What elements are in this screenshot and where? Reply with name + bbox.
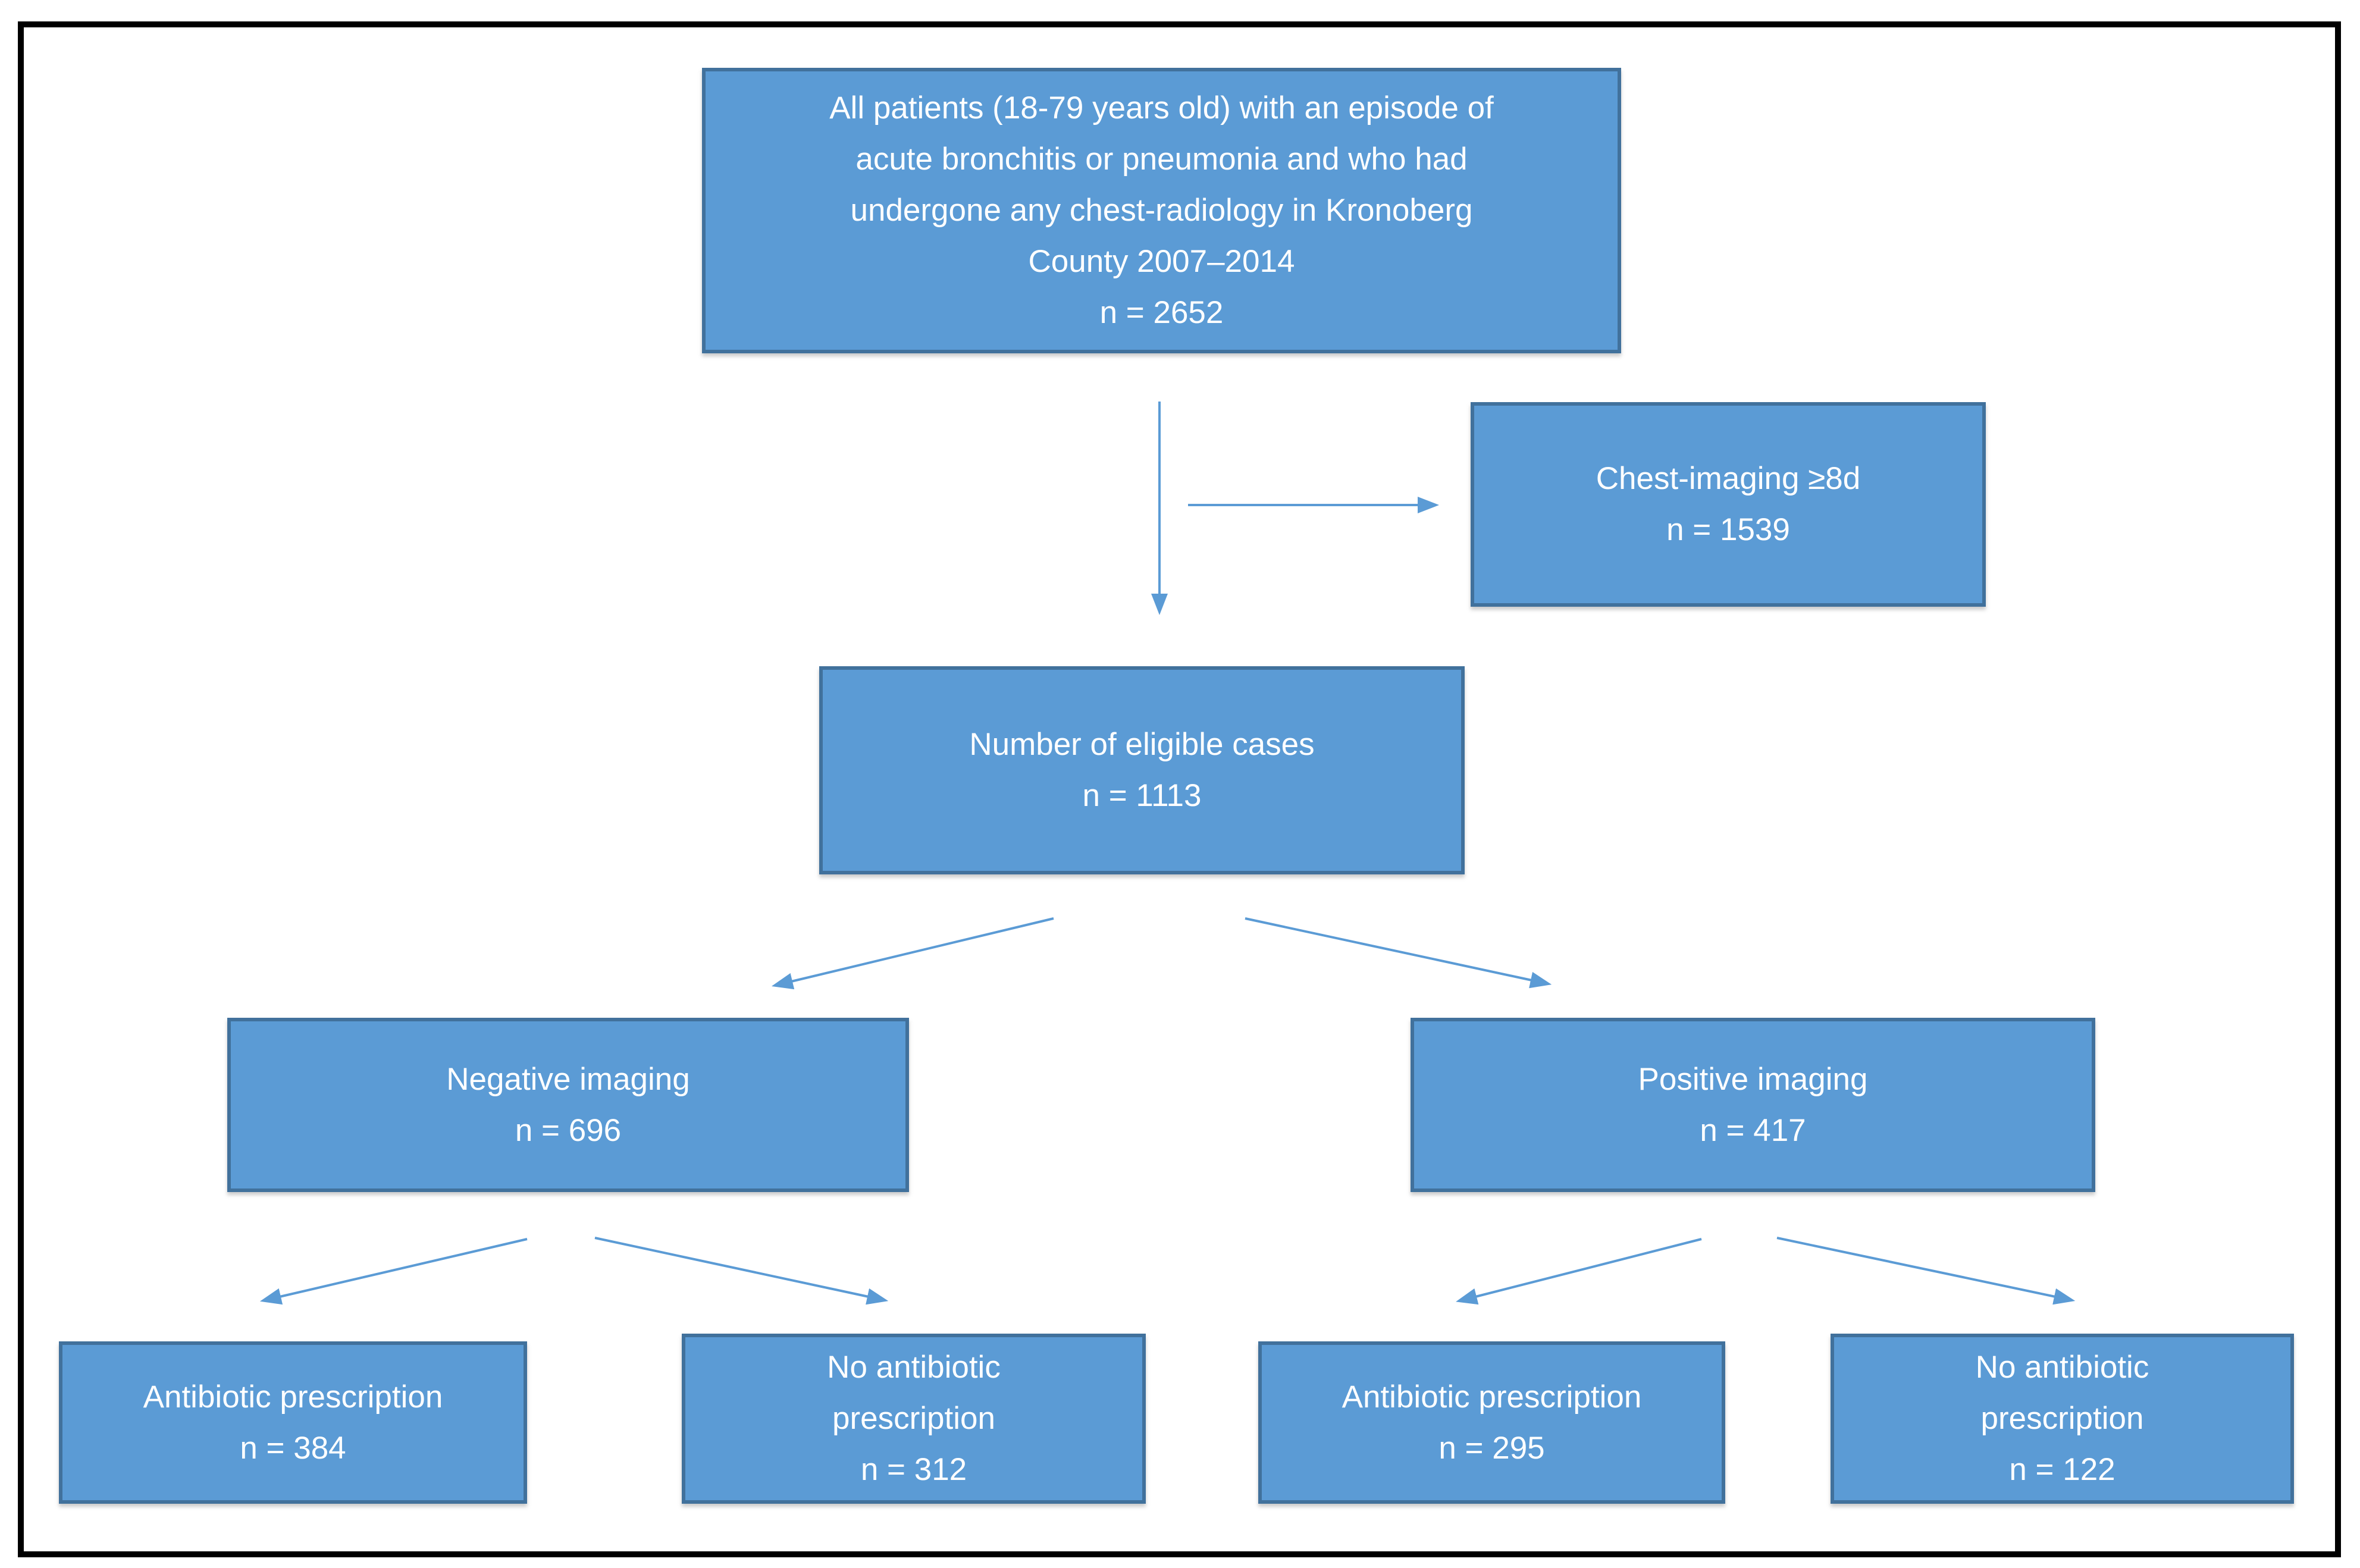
node-count: n = 2652 <box>1099 295 1224 330</box>
arrow-eligible-to-positive <box>1245 917 1552 989</box>
node-count: n = 417 <box>1700 1112 1806 1148</box>
node-line: Chest-imaging ≥8d <box>1596 461 1861 496</box>
node-count: n = 1113 <box>1082 778 1202 813</box>
node-count: n = 1539 <box>1666 512 1790 547</box>
node-negative-imaging: Negative imaging n = 696 <box>227 1018 909 1192</box>
node-line: Antibiotic prescription <box>1342 1379 1642 1415</box>
node-positive-imaging: Positive imaging n = 417 <box>1411 1018 2095 1192</box>
arrow-eligible-to-negative <box>771 917 1054 990</box>
node-line: Positive imaging <box>1638 1061 1868 1097</box>
node-line: prescription <box>832 1401 995 1436</box>
node-line: All patients (18-79 years old) with an e… <box>829 90 1494 126</box>
node-all-patients: All patients (18-79 years old) with an e… <box>702 68 1621 353</box>
node-line: acute bronchitis or pneumonia and who ha… <box>855 142 1468 177</box>
arrow-negative-to-no-antibiotic <box>594 1237 889 1305</box>
node-line: Negative imaging <box>446 1061 690 1097</box>
node-chest-imaging-excluded: Chest-imaging ≥8d n = 1539 <box>1471 402 1986 607</box>
node-line: Antibiotic prescription <box>143 1379 443 1415</box>
node-positive-antibiotic: Antibiotic prescription n = 295 <box>1258 1341 1725 1504</box>
node-positive-no-antibiotic: No antibiotic prescription n = 122 <box>1831 1334 2294 1504</box>
arrow-negative-to-antibiotic <box>259 1238 528 1305</box>
node-count: n = 384 <box>240 1430 346 1466</box>
node-count: n = 122 <box>2009 1452 2115 1487</box>
arrow-positive-to-antibiotic <box>1456 1238 1702 1305</box>
node-line: prescription <box>1980 1401 2144 1436</box>
arrow-positive-to-no-antibiotic <box>1776 1237 2076 1305</box>
node-line: No antibiotic <box>827 1350 1001 1385</box>
node-count: n = 696 <box>515 1112 622 1148</box>
node-negative-no-antibiotic: No antibiotic prescription n = 312 <box>682 1334 1146 1504</box>
node-line: No antibiotic <box>1975 1350 2149 1385</box>
node-eligible-cases: Number of eligible cases n = 1113 <box>819 666 1465 874</box>
node-line: undergone any chest-radiology in Kronobe… <box>850 193 1473 228</box>
figure-frame <box>18 21 2341 1557</box>
node-count: n = 312 <box>860 1452 967 1487</box>
node-line: Number of eligible cases <box>969 727 1315 762</box>
node-negative-antibiotic: Antibiotic prescription n = 384 <box>59 1341 527 1504</box>
node-line: County 2007–2014 <box>1028 244 1295 279</box>
node-count: n = 295 <box>1438 1430 1545 1466</box>
